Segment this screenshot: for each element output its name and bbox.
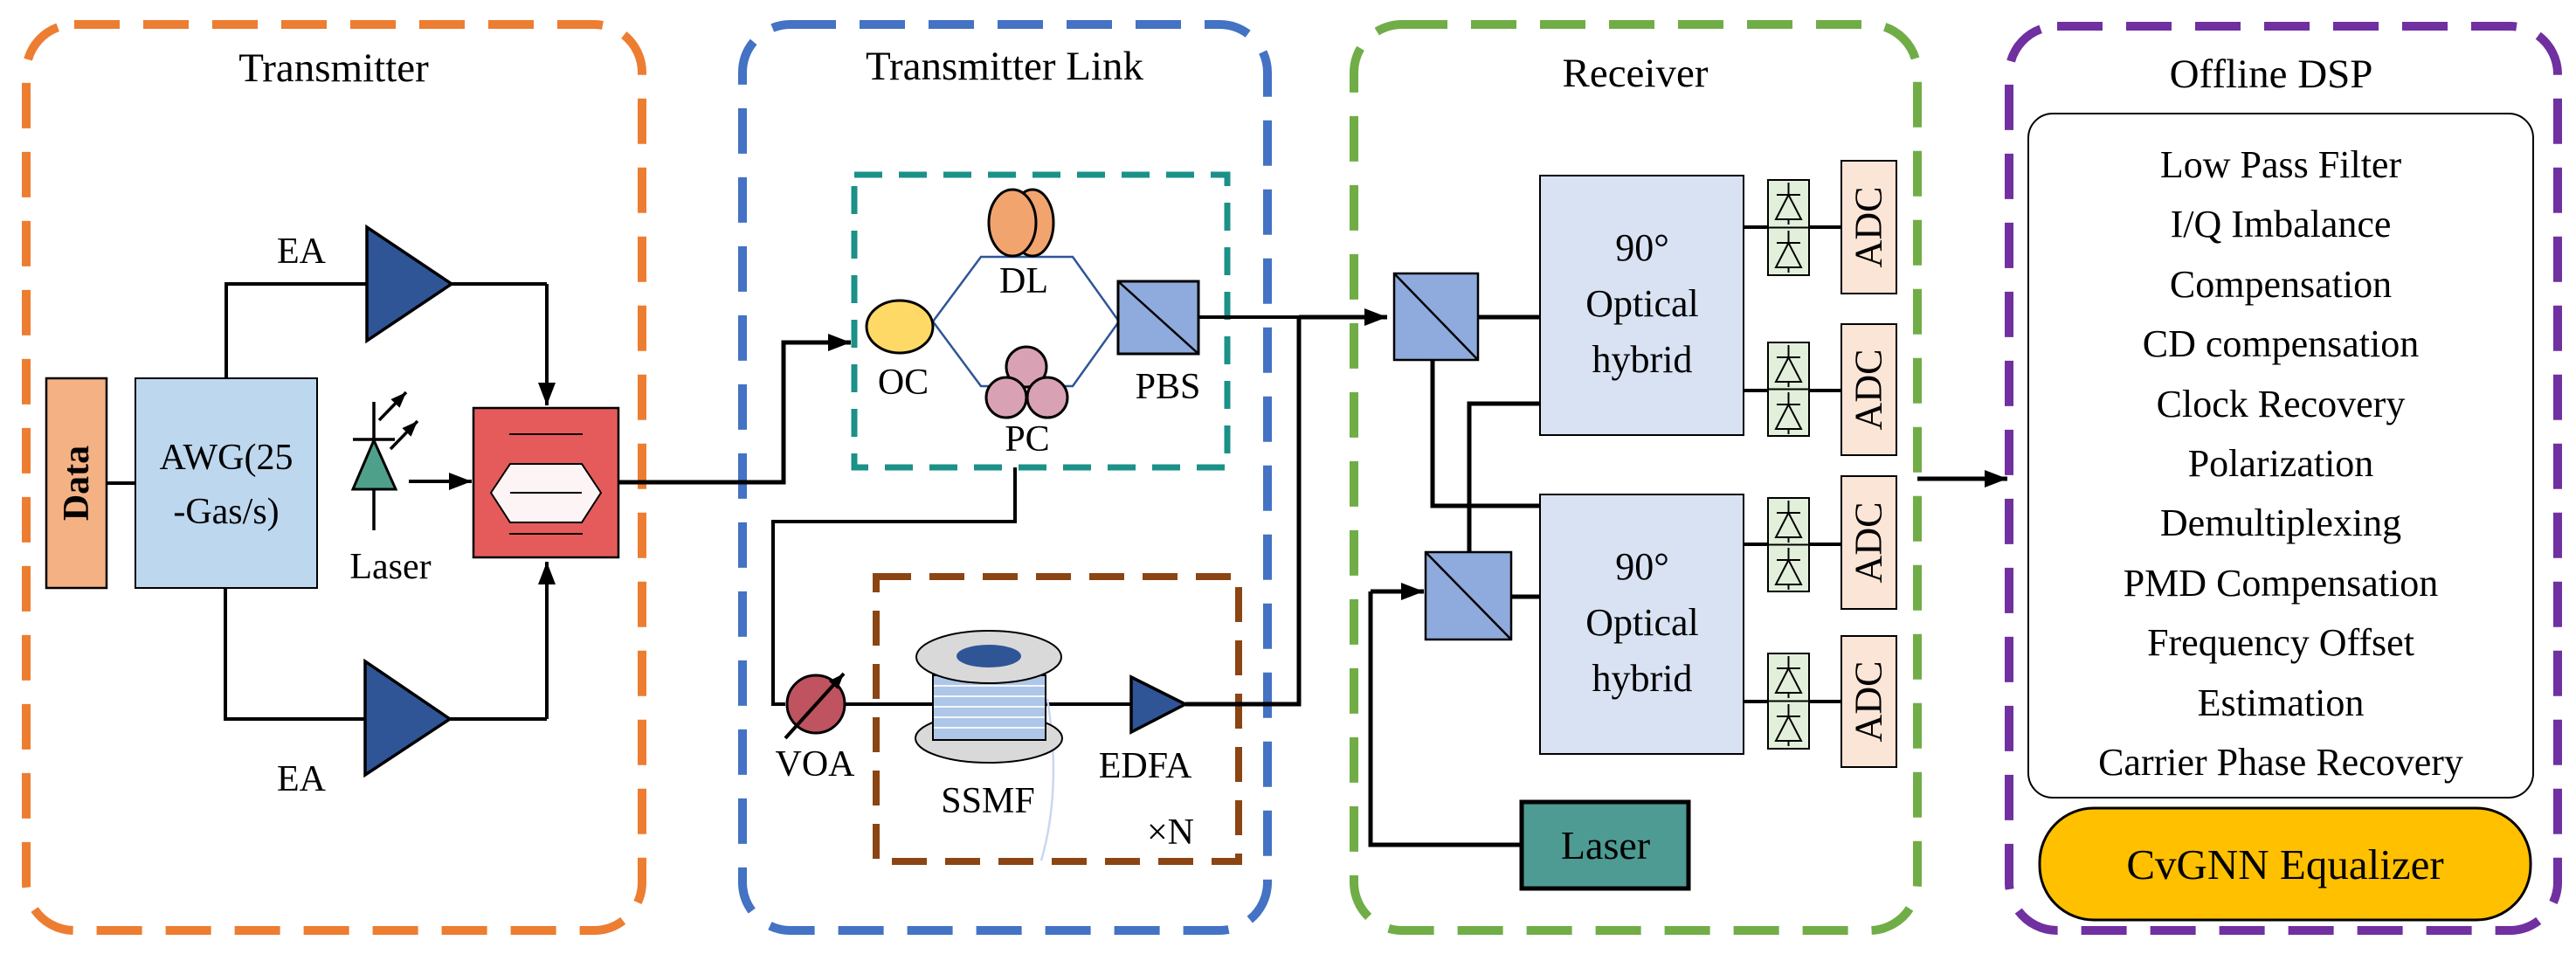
optical-hybrid-2: 90° Optical hybrid	[1539, 494, 1744, 755]
ea-top-label: EA	[277, 232, 327, 272]
offline-dsp-section-border	[2005, 22, 2562, 935]
adc3-label: ADC	[1847, 502, 1890, 584]
edfa-icon	[1129, 674, 1189, 735]
polarization-controller-icon	[984, 345, 1069, 419]
transmitter-section-border	[22, 20, 646, 935]
data-label: Data	[57, 446, 97, 521]
dsp-step-pmd-compensation: PMD Compensation	[2124, 562, 2439, 605]
photodiode-pair-4	[1767, 653, 1810, 750]
dsp-step-polarization: Polarization	[2188, 442, 2374, 485]
rx-laser-box: Laser	[1519, 799, 1691, 891]
photodiode-pair-1	[1767, 179, 1810, 276]
splitter2-icon	[1424, 550, 1513, 641]
edfa-output-line	[1185, 317, 1302, 707]
voa-icon	[784, 672, 846, 740]
offline-dsp-title: Offline DSP	[2170, 52, 2373, 97]
dsp-step-low-pass-filter: Low Pass Filter	[2160, 143, 2402, 186]
awg-to-ea-bottom-line	[224, 588, 365, 721]
ssmf-spool-icon	[915, 630, 1063, 861]
adc-1: ADC	[1840, 160, 1897, 294]
oc-label: OC	[878, 363, 929, 403]
span-count-label: ×N	[1147, 812, 1194, 853]
dl-label: DL	[999, 261, 1048, 301]
adc4-label: ADC	[1847, 661, 1890, 743]
awg-label-line1: AWG(25	[160, 438, 294, 478]
polmux-box	[851, 171, 1231, 471]
ea-amplifier-top-icon	[365, 224, 455, 344]
hybrid2-line1: 90°	[1615, 545, 1669, 588]
optical-hybrid-1: 90° Optical hybrid	[1539, 175, 1744, 436]
hybrid1-line2: Optical	[1585, 282, 1699, 325]
dsp-step-estimation: Estimation	[2198, 681, 2365, 724]
delay-line-icon	[987, 188, 1055, 258]
receiver-section-border	[1350, 20, 1922, 935]
offline-dsp-section: Low Pass Filter I/Q Imbalance Compensati…	[2027, 113, 2534, 922]
transmitter-title: Transmitter	[238, 45, 429, 91]
cvgnn-equalizer-label: CvGNN Equalizer	[2126, 840, 2443, 888]
splitter1-to-hybrid2-line	[1430, 360, 1540, 508]
dsp-step-frequency-offset: Frequency Offset	[2147, 621, 2414, 664]
laser-diode-icon	[350, 391, 419, 530]
pc-label: PC	[1005, 419, 1049, 460]
dsp-step-compensation: Compensation	[2170, 263, 2392, 306]
hybrid1-line3: hybrid	[1592, 338, 1693, 381]
cvgnn-equalizer-button: CvGNN Equalizer	[2038, 806, 2532, 922]
adc-2: ADC	[1840, 323, 1897, 456]
hybrid2-line2: Optical	[1585, 601, 1699, 644]
iq-modulator-icon	[472, 406, 620, 559]
awg-label-line2: -Gas/s)	[173, 492, 279, 532]
data-box	[45, 377, 108, 590]
receiver-title: Receiver	[1562, 51, 1708, 96]
hybrid2-line3: hybrid	[1592, 657, 1693, 700]
receiver-section: 90° Optical hybrid 90° Optical hybrid	[1368, 160, 2007, 891]
transmitter-link-section: OC DL PC PBS VOA	[771, 171, 1387, 865]
oc-coupler-icon	[865, 299, 935, 355]
rx-laser-label: Laser	[1561, 823, 1650, 868]
voa-label: VOA	[776, 744, 856, 785]
tx-laser-label: Laser	[349, 547, 431, 587]
dsp-step-cd-compensation: CD compensation	[2143, 322, 2420, 365]
dsp-step-carrier-phase-recovery: Carrier Phase Recovery	[2098, 741, 2463, 784]
laser-to-splitter2-line	[1368, 591, 1522, 847]
transmitter-section: Data AWG(25 -Gas/s) EA EA Laser	[45, 224, 851, 799]
splitter1-icon	[1392, 272, 1480, 362]
polmux-to-voa-line	[771, 467, 1017, 706]
ea-amplifier-bottom-icon	[363, 658, 453, 778]
transmitter-link-section-border	[738, 20, 1272, 935]
transmitter-link-title: Transmitter Link	[866, 44, 1144, 89]
ea-bottom-label: EA	[277, 759, 327, 799]
pbs-label: PBS	[1136, 367, 1201, 407]
awg-to-ea-top-line	[224, 282, 367, 378]
adc-4: ADC	[1840, 635, 1897, 768]
splitter2-to-hybrid1-line	[1467, 401, 1540, 552]
dsp-step-iq-imbalance: I/Q Imbalance	[2171, 203, 2392, 245]
dsp-step-demultiplexing: Demultiplexing	[2160, 501, 2401, 544]
ssmf-label: SSMF	[941, 781, 1034, 821]
adc2-label: ADC	[1847, 349, 1890, 431]
dsp-steps-panel	[2027, 113, 2534, 799]
dsp-step-clock-recovery: Clock Recovery	[2157, 383, 2406, 425]
adc1-label: ADC	[1847, 187, 1890, 268]
pbs-icon	[1116, 280, 1200, 356]
hybrid1-line1: 90°	[1615, 226, 1669, 269]
adc-3: ADC	[1840, 475, 1897, 610]
photodiode-pair-3	[1767, 497, 1810, 592]
edfa-label: EDFA	[1099, 746, 1192, 786]
awg-box	[135, 377, 318, 589]
photodiode-pair-2	[1767, 342, 1810, 437]
modulator-output-arrow	[618, 334, 851, 485]
fiber-loop-box	[873, 573, 1242, 865]
